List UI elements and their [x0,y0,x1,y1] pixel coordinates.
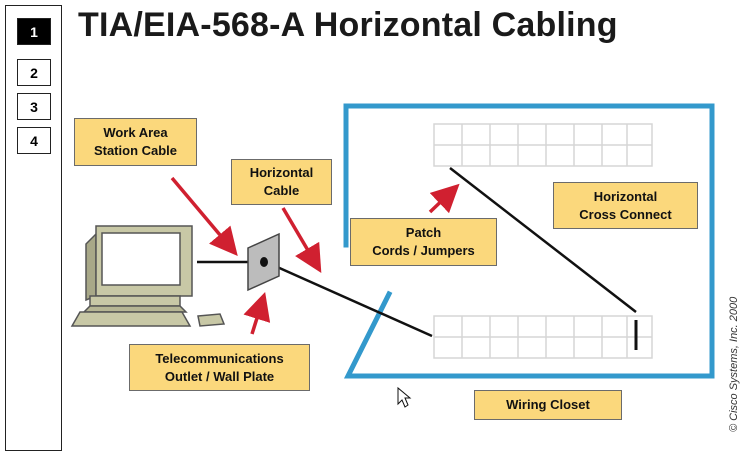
arrow-patch-cords [428,183,460,214]
nav-button-4[interactable]: 4 [17,127,51,154]
patch-cord [449,167,637,313]
arrow-telecom-outlet [243,291,271,335]
label-horizontal-cross-connect: Horizontal Cross Connect [553,182,698,229]
label-patch-cords-jumpers: Patch Cords / Jumpers [350,218,497,266]
upper-patch-panel [433,123,653,167]
label-work-area-station-cable: Work Area Station Cable [74,118,197,166]
computer-workstation [70,225,226,327]
horizontal-cable [265,260,433,338]
wiring-closet-outline [343,103,715,379]
nav-button-3[interactable]: 3 [17,93,51,120]
lower-patch-panel [433,315,653,359]
label-telecommunications-outlet: Telecommunications Outlet / Wall Plate [129,344,310,391]
wall-plate [247,232,280,292]
label-horizontal-cable: Horizontal Cable [231,159,332,205]
copyright-notice: © Cisco Systems, Inc. 2000 [728,296,740,432]
slide-nav-panel: 1 2 3 4 [5,5,62,451]
arrow-horizontal-cable [281,207,322,274]
label-wiring-closet: Wiring Closet [474,390,622,420]
nav-button-2[interactable]: 2 [17,59,51,86]
nav-button-1[interactable]: 1 [17,18,51,45]
arrow-work-area [170,176,238,257]
red-arrows [170,176,460,335]
page-title: TIA/EIA-568-A Horizontal Cabling [78,6,618,44]
mouse-cursor-icon [397,386,412,408]
